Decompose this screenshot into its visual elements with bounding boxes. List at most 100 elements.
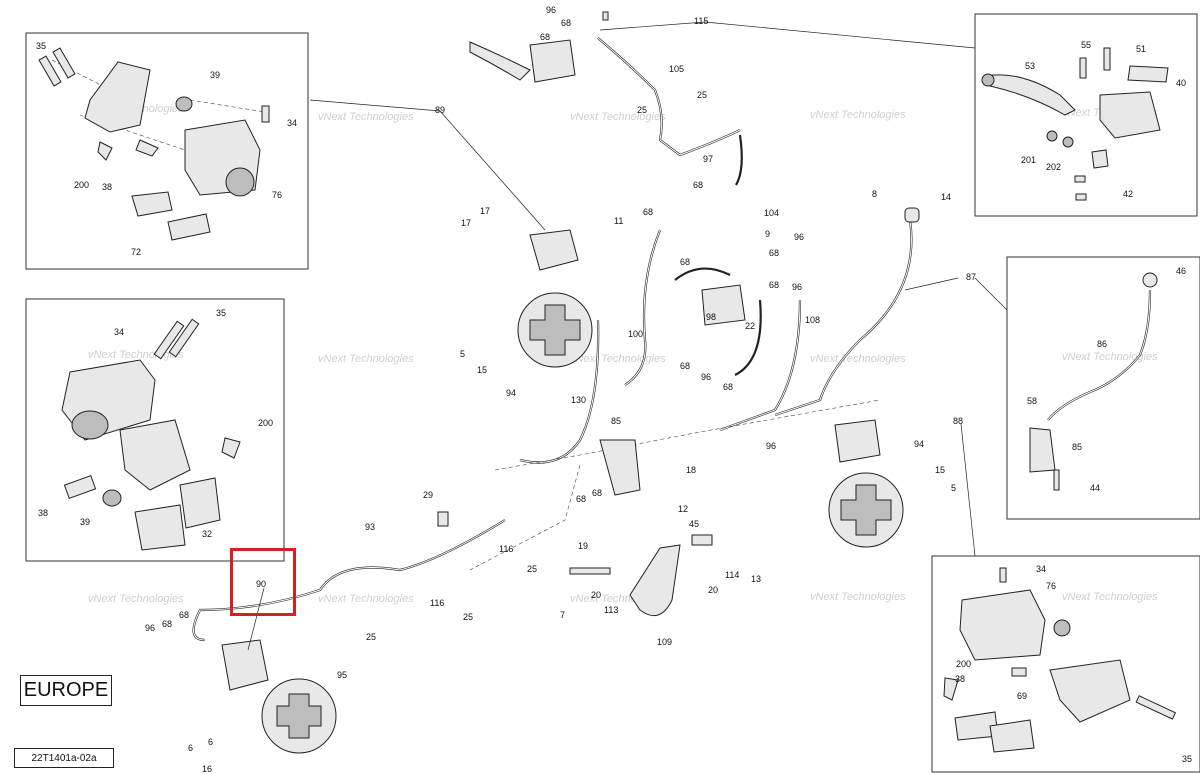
part-number-label: 68 (643, 207, 653, 217)
part-number-label: 17 (480, 206, 490, 216)
part-number-label: 68 (561, 18, 571, 28)
part-number-label: 40 (1176, 78, 1186, 88)
region-label: EUROPE (20, 675, 112, 706)
watermarks: vNext Technologies vNext Technologies vN… (88, 103, 1158, 605)
part-number-label: 39 (210, 70, 220, 80)
part-number-label: 87 (966, 272, 976, 282)
part-number-label: 25 (463, 612, 473, 622)
part-number-label: 38 (102, 182, 112, 192)
part-number-label: 38 (38, 508, 48, 518)
inset-rear-caliper (931, 555, 1200, 773)
watermark: vNext Technologies (810, 109, 906, 121)
part-number-label: 25 (366, 632, 376, 642)
part-number-label: 25 (637, 105, 647, 115)
part-number-label: 6 (208, 737, 213, 747)
part-number-label: 113 (604, 605, 618, 615)
part-number-label: 94 (914, 439, 924, 449)
inset-handlebar-master-cylinder (974, 13, 1198, 217)
part-number-label: 5 (460, 349, 465, 359)
part-number-label: 17 (461, 218, 471, 228)
part-number-label: 93 (365, 522, 375, 532)
watermark: vNext Technologies (318, 593, 414, 605)
part-number-label: 72 (131, 247, 141, 257)
part-number-label: 25 (697, 90, 707, 100)
part-number-label: 34 (1036, 564, 1046, 574)
part-number-label: 68 (540, 32, 550, 42)
part-number-label: 32 (202, 529, 212, 539)
inset-mid-left-parts (61, 318, 241, 551)
part-number-label: 38 (955, 674, 965, 684)
part-number-label: 68 (680, 257, 690, 267)
part-number-label: 96 (145, 623, 155, 633)
watermark: vNext Technologies (318, 353, 414, 365)
watermark: vNext Technologies (570, 111, 666, 123)
part-number-label: 15 (935, 465, 945, 475)
part-number-label: 96 (794, 232, 804, 242)
watermark: vNext Technologies (88, 593, 184, 605)
part-number-label: 5 (951, 483, 956, 493)
inset-top-left-parts (38, 47, 270, 241)
part-number-label: 8 (872, 189, 877, 199)
part-number-label: 9 (765, 229, 770, 239)
part-number-label: 35 (36, 41, 46, 51)
watermark: vNext Technologies (1062, 351, 1158, 363)
part-number-label: 25 (527, 564, 537, 574)
part-number-label: 76 (1046, 581, 1056, 591)
part-number-label: 16 (202, 764, 212, 774)
part-number-label: 39 (80, 517, 90, 527)
highlight-box (230, 548, 296, 616)
part-number-label: 88 (953, 416, 963, 426)
part-number-label: 7 (560, 610, 565, 620)
part-number-label: 104 (764, 208, 779, 218)
part-number-label: 6 (188, 743, 193, 753)
part-number-label: 98 (706, 312, 716, 322)
watermark: vNext Technologies (1062, 591, 1158, 603)
part-number-label: 68 (723, 382, 733, 392)
part-number-label: 35 (1182, 754, 1192, 764)
part-number-label: 105 (669, 64, 684, 74)
part-number-label: 68 (769, 280, 779, 290)
leader-lines (247, 21, 1008, 651)
part-number-label: 96 (766, 441, 776, 451)
part-number-label: 51 (1136, 44, 1146, 54)
part-number-label: 42 (1123, 189, 1133, 199)
part-number-label: 18 (686, 465, 696, 475)
part-number-label: 19 (578, 541, 588, 551)
part-number-label: 116 (430, 598, 444, 608)
part-number-label: 200 (74, 180, 89, 190)
watermark: vNext Technologies (318, 111, 414, 123)
part-number-label: 89 (435, 105, 445, 115)
part-number-label: 90 (256, 579, 266, 589)
part-number-label: 100 (628, 329, 643, 339)
part-number-label: 97 (703, 154, 713, 164)
diagram-code: 22T1401a-02a (14, 748, 114, 768)
part-number-label: 201 (1021, 155, 1036, 165)
part-number-label: 35 (216, 308, 226, 318)
part-number-label: 68 (693, 180, 703, 190)
part-number-label: 68 (680, 361, 690, 371)
part-number-label: 12 (678, 504, 688, 514)
part-number-label: 13 (751, 574, 761, 584)
part-number-label: 15 (477, 365, 487, 375)
watermark: vNext Technologies (810, 591, 906, 603)
part-number-label: 202 (1046, 162, 1061, 172)
part-number-label: 68 (179, 610, 189, 620)
inset-front-caliper-mid-left (25, 298, 285, 562)
part-number-label: 130 (571, 395, 586, 405)
part-number-label: 20 (708, 585, 718, 595)
part-number-label: 14 (941, 192, 951, 202)
part-number-label: 34 (287, 118, 297, 128)
part-number-label: 200 (956, 659, 971, 669)
inset-bottom-right-parts (943, 567, 1177, 753)
part-number-label: 68 (576, 494, 586, 504)
part-number-label: 46 (1176, 266, 1186, 276)
main-parts (221, 11, 920, 754)
inset-top-right-parts (981, 47, 1169, 201)
inset-rear-reservoir (1006, 256, 1200, 520)
part-number-label: 68 (592, 488, 602, 498)
part-number-label: 115 (694, 16, 708, 26)
part-number-label: 94 (506, 388, 516, 398)
part-number-label: 96 (546, 5, 556, 15)
